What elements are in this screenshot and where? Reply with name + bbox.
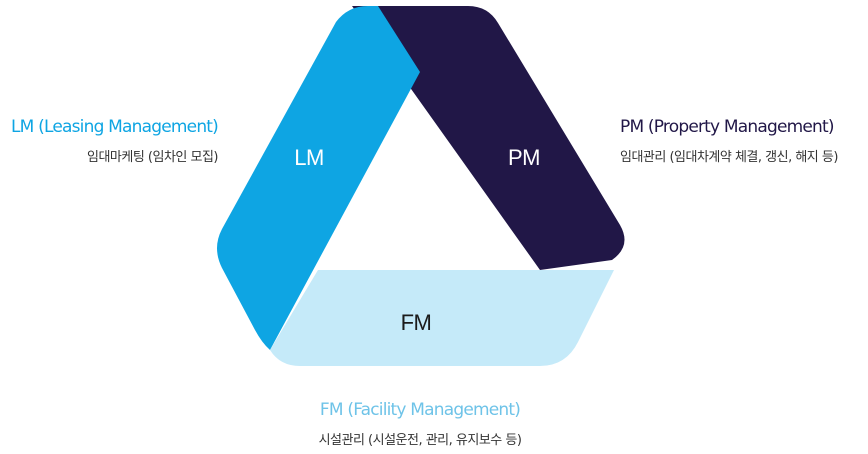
fm-caption-title: FM (Facility Management) [319,400,521,420]
fm-caption: FM (Facility Management) 시설관리 (시설운전, 관리,… [0,400,840,448]
lm-caption-desc: 임대마케팅 (임차인 모집) [86,150,219,165]
lm-caption: LM (Leasing Management) 임대마케팅 (임차인 모집) [11,117,219,165]
fm-caption-desc: 시설관리 (시설운전, 관리, 유지보수 등) [318,433,522,448]
pm-caption-desc: 임대관리 (임대차계약 체결, 갱신, 해지 등) [620,150,838,165]
fm-segment [270,270,614,366]
lm-segment-label: LM [294,145,324,170]
lm-caption-title: LM (Leasing Management) [11,117,219,137]
pm-caption: PM (Property Management) 임대관리 (임대차계약 체결,… [620,117,838,165]
fm-segment-label: FM [401,310,432,335]
pm-segment-label: PM [508,145,540,170]
pm-segment [352,6,625,270]
lm-segment [217,6,420,350]
pm-caption-title: PM (Property Management) [620,117,835,137]
